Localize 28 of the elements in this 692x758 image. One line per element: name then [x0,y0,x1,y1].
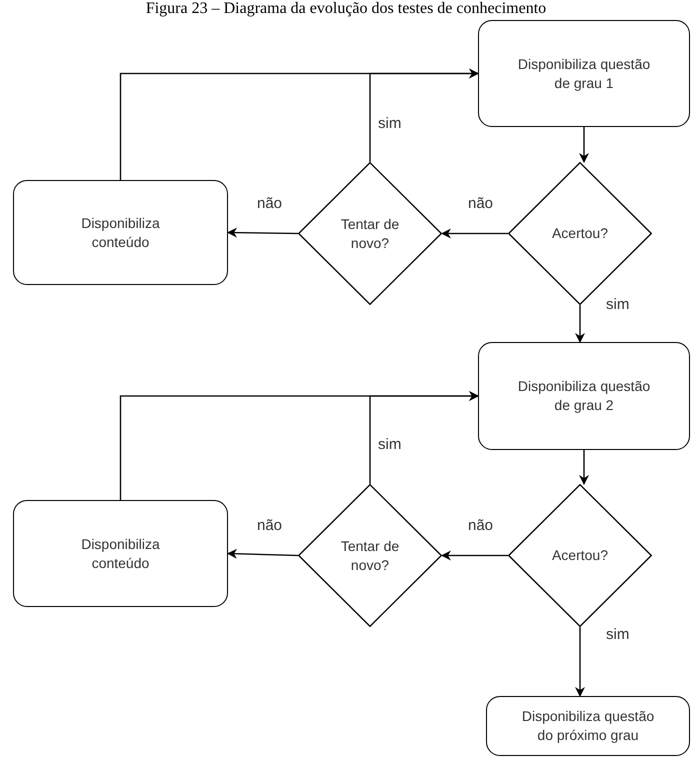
process-box [478,20,690,127]
decision-diamond [298,484,442,627]
node-text: Tentar de novo? [340,536,400,574]
node-text: Acertou? [550,546,610,565]
arrow [441,550,508,560]
arrow [120,391,479,500]
arrow [120,68,479,180]
node-text: Disponibiliza questão do próximo grau [520,707,656,745]
arrow [441,228,508,238]
node-text: Disponibiliza questão de grau 2 [516,377,652,415]
figure-title: Figura 23 – Diagrama da evolução dos testes de conhecimento [144,0,548,18]
node-text: Disponibiliza conteúdo [80,214,161,252]
process-box [13,500,228,607]
process-box [478,342,690,450]
process-box [486,696,690,756]
arrow [227,548,298,559]
decision-diamond [508,484,652,627]
node-text: Acertou? [550,224,610,243]
arrow [227,228,298,238]
node-text: Tentar de novo? [340,214,400,252]
arrow [579,450,589,485]
node-text: Disponibiliza conteúdo [80,534,161,572]
arrow [575,305,585,343]
process-box [13,180,228,285]
arrow [579,127,589,163]
arrow [575,627,585,697]
decision-diamond [298,162,442,305]
node-text: Disponibiliza questão de grau 1 [516,54,652,92]
